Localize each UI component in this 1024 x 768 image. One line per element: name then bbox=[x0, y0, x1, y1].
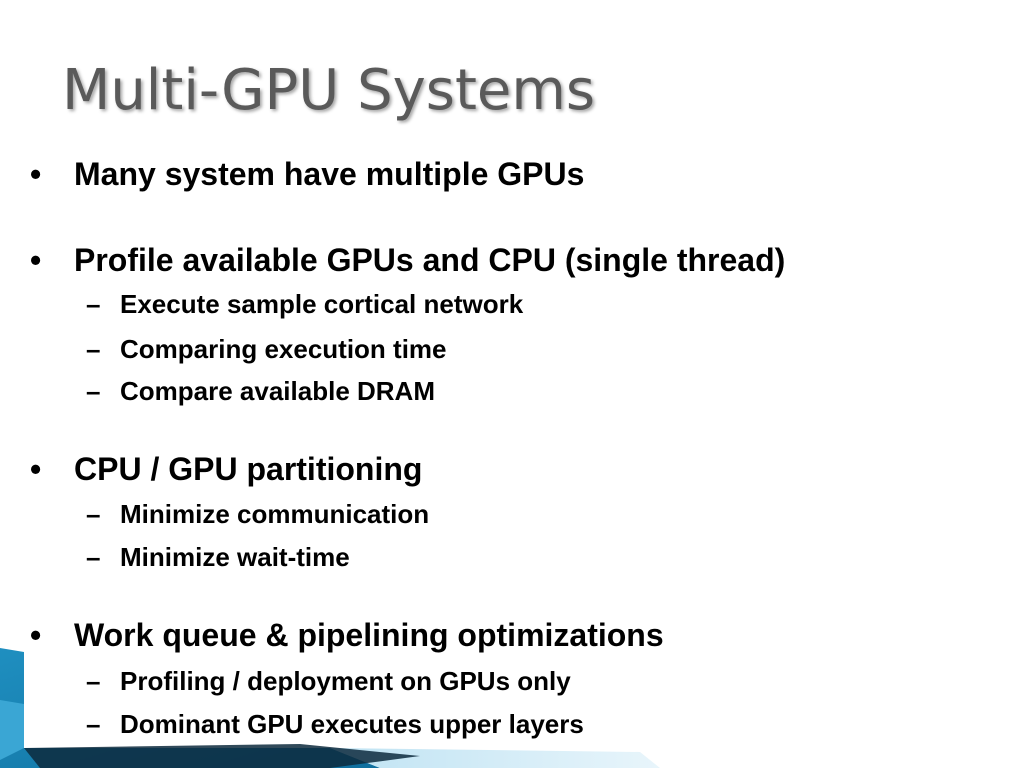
sub-bullet-text: Dominant GPU executes upper layers bbox=[120, 709, 584, 739]
bullet-dot-icon: • bbox=[30, 242, 42, 278]
sub-bullet-text: Compare available DRAM bbox=[120, 376, 435, 406]
bullet-dot-icon: • bbox=[30, 451, 42, 487]
dash-icon: – bbox=[86, 542, 101, 572]
sub-bullet-text: Minimize wait-time bbox=[120, 542, 350, 572]
bullet-dot-icon: • bbox=[30, 156, 42, 192]
dash-icon: – bbox=[86, 289, 101, 319]
swoosh-dark bbox=[24, 744, 420, 768]
dash-icon: – bbox=[86, 376, 101, 406]
sub-bullet-text: Minimize communication bbox=[120, 499, 430, 529]
dash-icon: – bbox=[86, 334, 101, 364]
swoosh-light-blue bbox=[330, 748, 660, 768]
bullet-text: Work queue & pipelining optimizations bbox=[74, 617, 664, 653]
slide-title: Multi-GPU Systems bbox=[62, 58, 596, 123]
sub-bullet-text: Profiling / deployment on GPUs only bbox=[120, 666, 571, 696]
dash-icon: – bbox=[86, 666, 101, 696]
sub-bullet-text: Comparing execution time bbox=[120, 334, 447, 364]
bullet-text: Many system have multiple GPUs bbox=[74, 156, 585, 192]
dash-icon: – bbox=[86, 499, 101, 529]
dash-icon: – bbox=[86, 709, 101, 739]
swoosh-highlight bbox=[0, 700, 24, 760]
bullet-text: CPU / GPU partitioning bbox=[74, 451, 423, 487]
bullet-text: Profile available GPUs and CPU (single t… bbox=[74, 242, 786, 278]
bullet-dot-icon: • bbox=[30, 617, 42, 653]
sub-bullet-text: Execute sample cortical network bbox=[120, 289, 524, 319]
